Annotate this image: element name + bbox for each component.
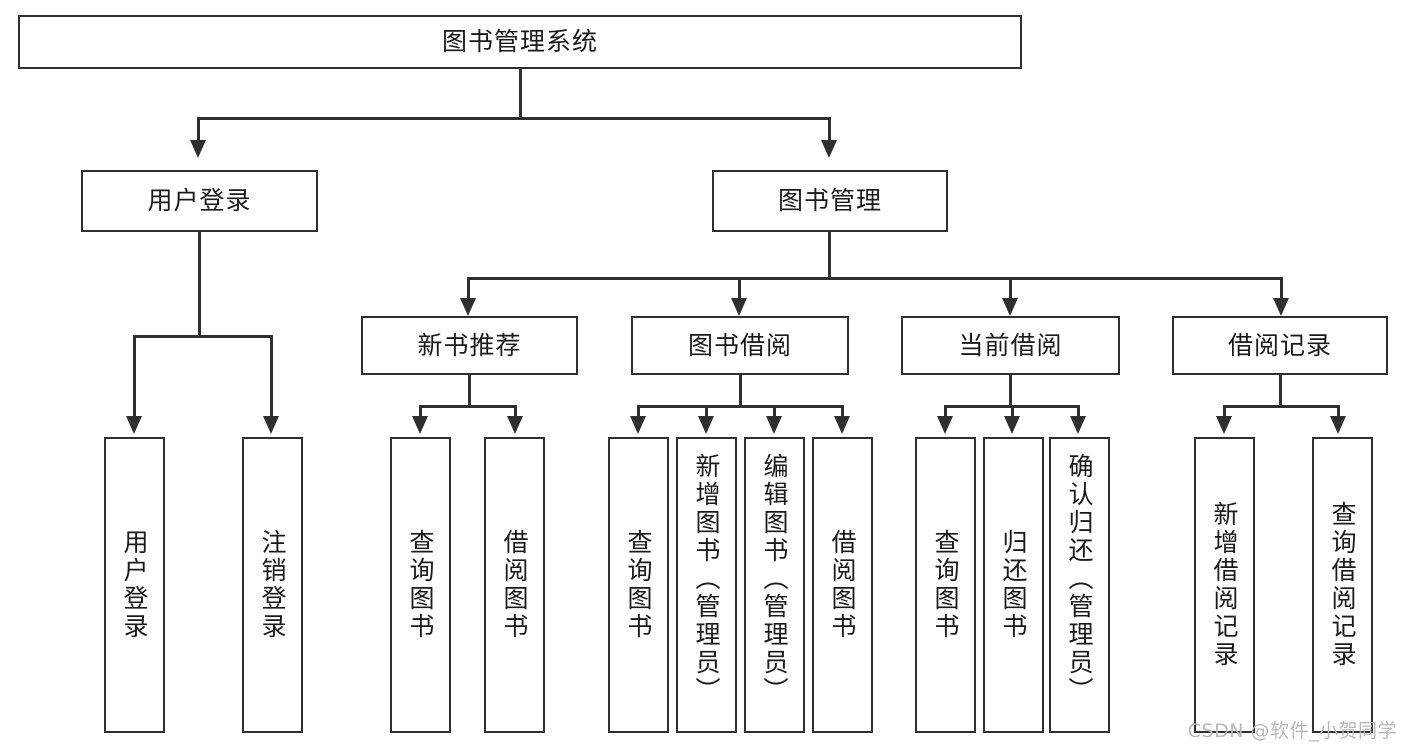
connector-root-stem xyxy=(519,69,522,118)
connector-bm-drop-2 xyxy=(738,277,741,299)
node-label: 注销登录 xyxy=(258,529,287,641)
connector-nbr-drop-1 xyxy=(419,405,422,417)
leaf-bb-borrow-book[interactable]: 借阅图书 xyxy=(812,437,873,733)
connector-br-drop-1 xyxy=(1223,405,1226,417)
node-label: 借阅图书 xyxy=(500,529,529,641)
arrow-to-bb-leaf-4 xyxy=(834,416,850,434)
arrow-to-logout-leaf xyxy=(263,416,279,434)
connector-bm-drop-3 xyxy=(1009,277,1012,299)
connector-bb-drop-2 xyxy=(705,405,708,417)
leaf-bb-edit-book-admin[interactable]: 编辑图书（管理员） xyxy=(744,437,805,733)
arrow-to-nbr-leaf-1 xyxy=(412,416,428,434)
arrow-to-cb-leaf-3 xyxy=(1070,416,1086,434)
connector-bb-drop-1 xyxy=(637,405,640,417)
arrow-to-book-management xyxy=(821,140,837,158)
node-book-borrow[interactable]: 图书借阅 xyxy=(631,316,849,375)
node-label: 图书管理系统 xyxy=(441,27,598,57)
leaf-nbr-query-book[interactable]: 查询图书 xyxy=(390,437,451,733)
arrow-to-cb-leaf-1 xyxy=(937,416,953,434)
node-label: 编辑图书（管理员） xyxy=(760,453,789,705)
connector-bb-drop-4 xyxy=(841,405,844,417)
connector-user-login-bus xyxy=(133,335,273,338)
node-label: 借阅记录 xyxy=(1227,330,1332,360)
leaf-cb-confirm-return-admin[interactable]: 确认归还（管理员） xyxy=(1049,437,1110,733)
arrow-to-user-login-leaf xyxy=(126,416,142,434)
node-label: 借阅图书 xyxy=(828,529,857,641)
connector-bm-drop-4 xyxy=(1280,277,1283,299)
arrow-to-user-login xyxy=(190,140,206,158)
leaf-cb-query-book[interactable]: 查询图书 xyxy=(915,437,976,733)
leaf-bb-query-book[interactable]: 查询图书 xyxy=(608,437,669,733)
node-root-book-management-system[interactable]: 图书管理系统 xyxy=(18,15,1022,69)
arrow-to-nbr-leaf-2 xyxy=(507,416,523,434)
connector-nbr-stem xyxy=(468,375,471,406)
node-label: 查询图书 xyxy=(624,529,653,641)
connector-book-management-bus xyxy=(467,277,1283,280)
node-label: 新书推荐 xyxy=(417,330,522,360)
node-current-borrow[interactable]: 当前借阅 xyxy=(901,316,1120,375)
leaf-cb-return-book[interactable]: 归还图书 xyxy=(983,437,1044,733)
node-user-login[interactable]: 用户登录 xyxy=(81,170,318,232)
node-label: 当前借阅 xyxy=(958,330,1063,360)
connector-br-bus xyxy=(1223,405,1340,408)
node-label: 用户登录 xyxy=(120,529,149,641)
node-label: 新增图书（管理员） xyxy=(692,453,721,705)
connector-root-drop-right xyxy=(828,117,831,141)
node-borrow-record[interactable]: 借阅记录 xyxy=(1172,316,1388,375)
connector-cb-drop-1 xyxy=(944,405,947,417)
arrow-to-bb-leaf-2 xyxy=(698,416,714,434)
leaf-logout[interactable]: 注销登录 xyxy=(242,437,303,733)
arrow-to-bb-leaf-3 xyxy=(766,416,782,434)
connector-bm-drop-1 xyxy=(467,277,470,299)
node-label: 用户登录 xyxy=(147,186,252,216)
arrow-to-new-book-recommend xyxy=(460,298,476,316)
node-label: 图书借阅 xyxy=(687,330,792,360)
arrow-to-bb-leaf-1 xyxy=(630,416,646,434)
connector-bb-bus xyxy=(637,405,843,408)
arrow-to-borrow-record xyxy=(1273,298,1289,316)
node-label: 新增借阅记录 xyxy=(1210,501,1239,669)
node-label: 图书管理 xyxy=(777,186,882,216)
node-book-management[interactable]: 图书管理 xyxy=(712,170,948,232)
connector-cb-stem xyxy=(1009,375,1012,406)
node-label: 查询借阅记录 xyxy=(1328,501,1357,669)
connector-user-login-drop-2 xyxy=(270,335,273,417)
connector-user-login-drop-1 xyxy=(133,335,136,417)
arrow-to-br-leaf-2 xyxy=(1330,416,1346,434)
leaf-bb-add-book-admin[interactable]: 新增图书（管理员） xyxy=(676,437,737,733)
connector-nbr-bus xyxy=(419,405,517,408)
node-label: 查询图书 xyxy=(406,529,435,641)
arrow-to-cb-leaf-2 xyxy=(1004,416,1020,434)
node-label: 查询图书 xyxy=(931,529,960,641)
connector-user-login-stem xyxy=(198,232,201,336)
connector-bb-stem xyxy=(739,375,742,406)
connector-bb-drop-3 xyxy=(773,405,776,417)
leaf-br-add-record[interactable]: 新增借阅记录 xyxy=(1194,437,1255,733)
connector-cb-drop-3 xyxy=(1077,405,1080,417)
leaf-user-login[interactable]: 用户登录 xyxy=(104,437,165,733)
connector-root-drop-left xyxy=(197,117,200,141)
connector-nbr-drop-2 xyxy=(514,405,517,417)
connector-cb-drop-2 xyxy=(1011,405,1014,417)
arrow-to-book-borrow xyxy=(731,298,747,316)
connector-br-stem xyxy=(1279,375,1282,406)
arrow-to-br-leaf-1 xyxy=(1216,416,1232,434)
connector-book-management-stem xyxy=(828,232,831,278)
connector-root-bus xyxy=(197,117,831,120)
node-new-book-recommend[interactable]: 新书推荐 xyxy=(361,316,578,375)
leaf-nbr-borrow-book[interactable]: 借阅图书 xyxy=(484,437,545,733)
arrow-to-current-borrow xyxy=(1002,298,1018,316)
connector-br-drop-2 xyxy=(1337,405,1340,417)
leaf-br-query-record[interactable]: 查询借阅记录 xyxy=(1312,437,1373,733)
node-label: 归还图书 xyxy=(999,529,1028,641)
csdn-watermark: CSDN @软件_小贺同学 xyxy=(1187,720,1397,742)
node-label: 确认归还（管理员） xyxy=(1065,453,1094,705)
